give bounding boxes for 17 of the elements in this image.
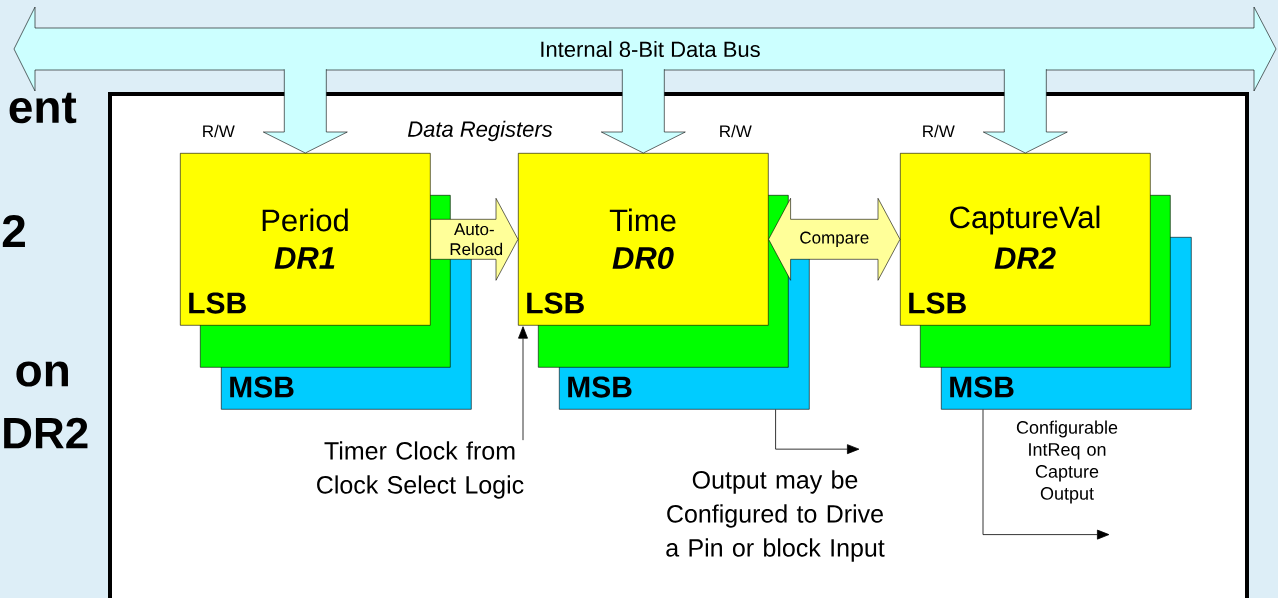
- arrow: [775, 409, 860, 455]
- heading-fragment: 2: [2, 214, 25, 248]
- heading-fragment: on: [16, 361, 68, 387]
- register-box: CaptureVal DR2 LSB: [900, 153, 1151, 326]
- note-text: Configurable IntReq on Capture Output: [1016, 420, 1118, 504]
- block-arrow: [263, 68, 348, 154]
- arrow: [518, 326, 528, 441]
- heading-fragment: DR2: [4, 417, 88, 449]
- note-text: Output may be Configured to Drive a Pin or block Input: [666, 470, 885, 562]
- arrow: [982, 409, 1110, 540]
- frame-title: Data Registers: [407, 120, 553, 142]
- note-text: Timer Clock from Clock Select Logic: [317, 441, 524, 499]
- register-box: Time DR0 LSB: [518, 153, 769, 326]
- heading-fragment: ent: [9, 92, 77, 124]
- register-box: Period DR1 LSB: [180, 153, 431, 326]
- block-arrow: [983, 68, 1068, 154]
- block-arrow: [601, 68, 686, 154]
